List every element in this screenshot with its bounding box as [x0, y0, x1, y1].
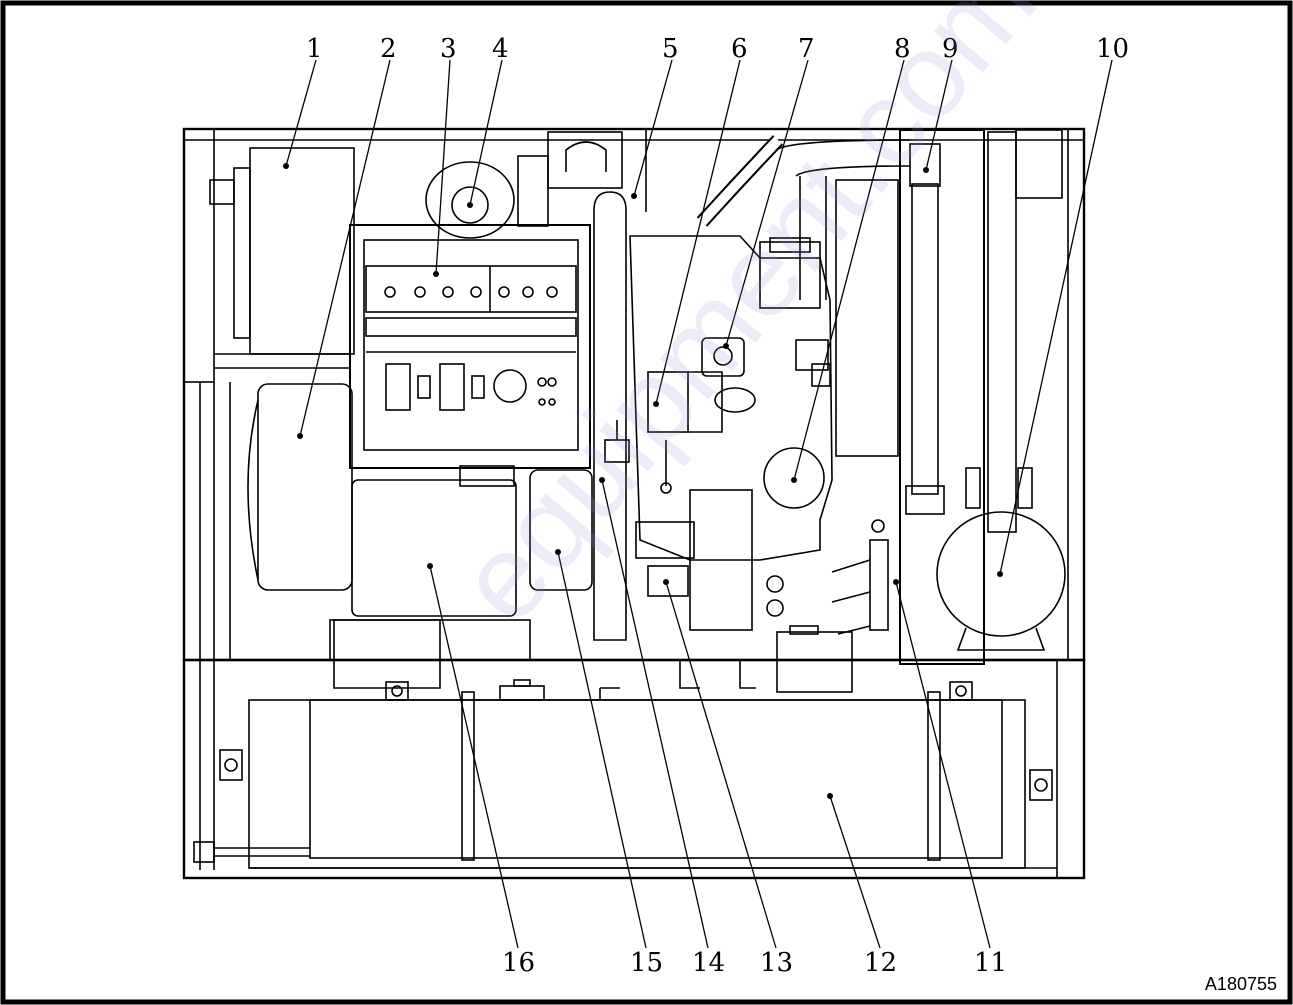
callout-16: 16: [502, 948, 536, 978]
component-8: [763, 447, 825, 509]
tank-outline: [248, 699, 1026, 869]
base-frame: [182, 658, 1086, 880]
callout-7: 7: [798, 34, 815, 64]
leader-lines: [285, 59, 1113, 949]
component-4: [425, 161, 515, 239]
figure-code: A180755: [1204, 974, 1277, 994]
component-9-housing: [899, 129, 985, 665]
callout-9: 9: [942, 34, 959, 64]
callout-8: 8: [894, 34, 911, 64]
callout-5: 5: [662, 34, 679, 64]
callout-1: 1: [306, 34, 323, 64]
callout-13: 13: [760, 948, 794, 978]
component-7: [701, 337, 745, 377]
component-1: [249, 147, 355, 355]
callout-3: 3: [440, 34, 457, 64]
component-10: [936, 511, 1066, 637]
leader-dots: [283, 163, 1003, 799]
engine-block: [629, 235, 833, 561]
tank-body: [309, 699, 1003, 859]
callout-15: 15: [630, 948, 664, 978]
callout-6: 6: [731, 34, 748, 64]
callout-10: 10: [1096, 34, 1130, 64]
housing-outline: [182, 127, 1086, 662]
component-13: [647, 565, 689, 597]
callout-4: 4: [492, 34, 509, 64]
callout-14: 14: [692, 948, 726, 978]
component-16: [351, 479, 517, 617]
component-3: [349, 224, 591, 469]
callout-12: 12: [864, 948, 898, 978]
component-15: [529, 469, 593, 591]
left-panel: [183, 128, 215, 383]
callout-11: 11: [974, 948, 1008, 978]
radiator: [835, 179, 899, 457]
callout-2: 2: [380, 34, 397, 64]
component-5: [593, 191, 627, 641]
